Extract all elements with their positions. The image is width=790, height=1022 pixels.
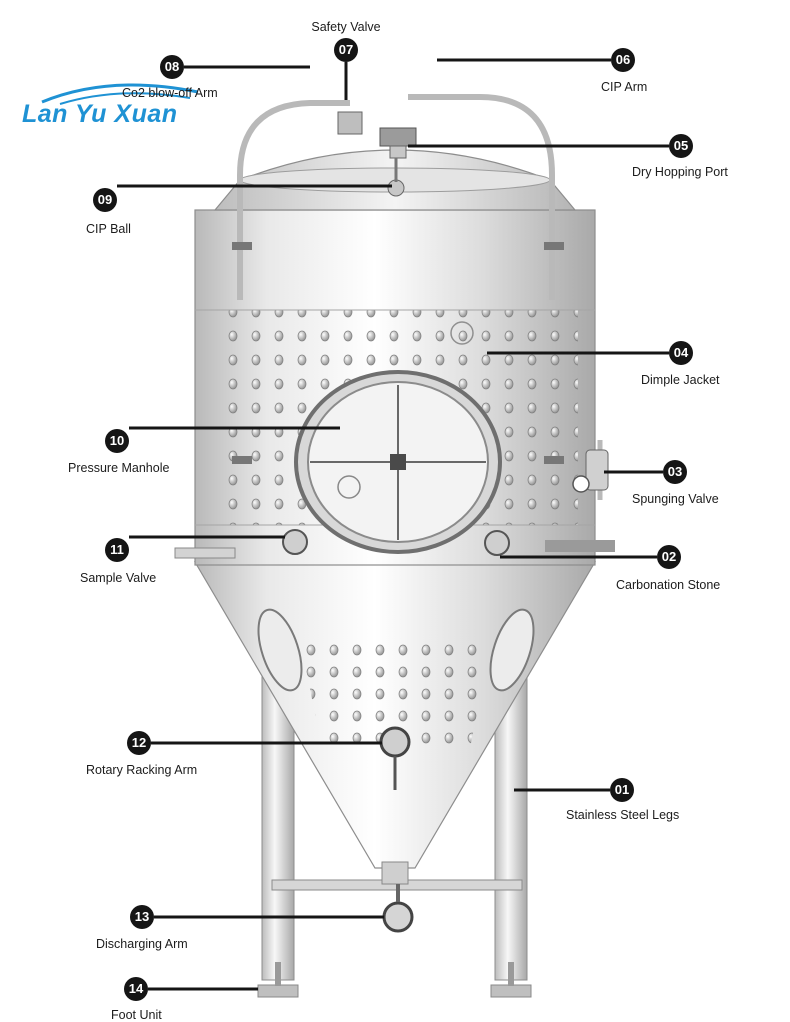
callout-label-07: Safety Valve [311,20,381,34]
callout-number-badge-03: 03 [663,460,687,484]
callout-number-badge-09: 09 [93,188,117,212]
callout-label-09: CIP Ball [86,222,131,236]
callout-number-badge-08: 08 [160,55,184,79]
callout-number-badge-14: 14 [124,977,148,1001]
brand-logo: Lan Yu Xuan [22,100,178,128]
callout-number-badge-12: 12 [127,731,151,755]
callout-number-badge-05: 05 [669,134,693,158]
callout-number-badge-06: 06 [611,48,635,72]
callout-label-11: Sample Valve [80,571,157,585]
logo-swoosh [41,83,199,105]
callout-number-badge-04: 04 [669,341,693,365]
callout-number-badge-07: 07 [334,38,358,62]
callout-label-12: Rotary Racking Arm [86,763,198,777]
callout-number-badge-11: 11 [105,538,129,562]
callout-label-13: Discharging Arm [96,937,188,951]
callout-label-03: Spunging Valve [632,492,719,506]
callout-label-01: Stainless Steel Legs [566,808,680,822]
callout-label-05: Dry Hopping Port [632,165,728,179]
callout-label-10: Pressure Manhole [68,461,170,475]
callout-label-14: Foot Unit [111,1008,162,1022]
callout-number-badge-01: 01 [610,778,634,802]
callout-number-badge-10: 10 [105,429,129,453]
callout-label-02: Carbonation Stone [616,578,721,592]
callout-number-badge-02: 02 [657,545,681,569]
callout-number-badge-13: 13 [130,905,154,929]
callout-label-04: Dimple Jacket [641,373,720,387]
callout-label-06: CIP Arm [601,80,648,94]
callout-label-08: Co2 blow-off Arm [122,86,218,100]
